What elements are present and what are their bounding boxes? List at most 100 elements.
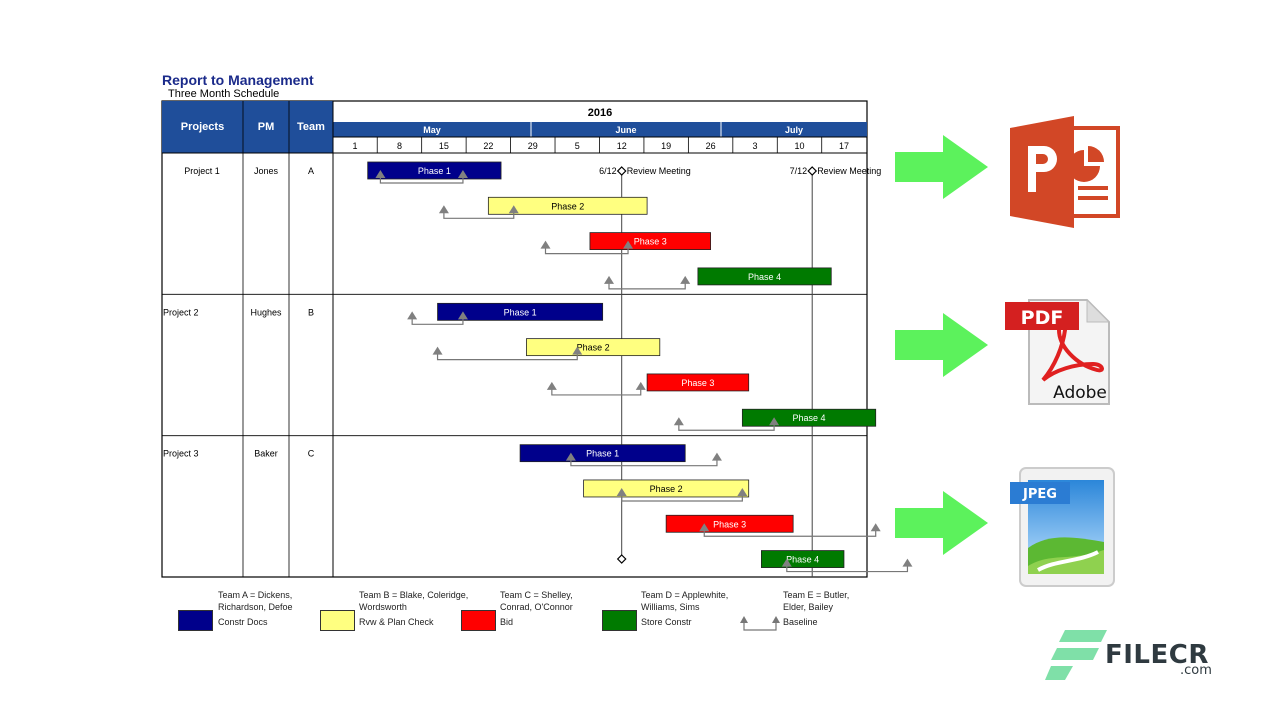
baseline-bracket [436, 351, 578, 361]
milestone-text-label: Review Meeting [817, 166, 881, 176]
legend-swatch-review [320, 610, 355, 631]
week-tick-label: 5 [575, 141, 580, 151]
baseline-end-marker [457, 170, 468, 178]
baseline-start-marker [407, 311, 418, 320]
milestone-diamond-end [616, 554, 627, 564]
baseline-bracket [621, 492, 743, 502]
week-tick-label: 12 [617, 141, 627, 151]
baseline-bracket [443, 210, 515, 219]
pdf-label: PDF [1021, 307, 1064, 329]
header-block [162, 101, 333, 153]
baseline-bracket [379, 175, 464, 184]
filecr-suffix: .com [1180, 663, 1212, 678]
baseline-start-marker [781, 558, 792, 567]
powerpoint-icon[interactable] [1010, 116, 1122, 228]
task-bar [583, 479, 750, 498]
task-bar-label: Phase 3 [681, 378, 714, 388]
legend-team-c: Team C = Shelley, Conrad, O'Connor [500, 590, 573, 612]
baseline-end-marker [635, 381, 646, 390]
month-label-may: May [423, 125, 441, 135]
baseline-end-marker [870, 523, 881, 532]
legend-label-review: Rvw & Plan Check [359, 617, 434, 627]
baseline-start-marker [565, 452, 576, 461]
task-bar-label: Phase 2 [577, 343, 610, 353]
week-tick-label: 26 [706, 141, 716, 151]
task-bar [761, 550, 845, 568]
baseline-bracket [786, 563, 909, 573]
task-bar [437, 302, 604, 321]
task-bar-label: Phase 3 [713, 519, 746, 529]
header-team: Team [297, 121, 325, 133]
month-band [333, 122, 867, 137]
task-bar [646, 373, 750, 392]
legend-team-e: Team E = Butler, Elder, Bailey [783, 590, 850, 612]
legend-baseline-icon [740, 616, 780, 631]
week-tick-label: 3 [753, 141, 758, 151]
row-team-code: C [308, 449, 315, 459]
month-label-june: June [615, 125, 636, 135]
week-tick-label: 15 [439, 141, 449, 151]
task-bar [697, 267, 832, 286]
milestone-date-label: 7/12 [790, 166, 808, 176]
task-bar [519, 444, 686, 463]
baseline-start-marker [673, 417, 684, 426]
baseline-start-marker [432, 346, 443, 355]
legend-label-baseline: Baseline [783, 617, 818, 627]
task-bar [367, 161, 502, 180]
baseline-end-marker [623, 240, 634, 249]
row-team-code: A [308, 166, 314, 176]
task-bar [665, 514, 794, 533]
header-pm: PM [258, 121, 275, 133]
pdf-icon[interactable]: PDF Adobe [1005, 296, 1115, 408]
baseline-bracket [411, 316, 464, 325]
filecr-brand: FILECR [1105, 640, 1209, 670]
baseline-end-marker [737, 487, 748, 496]
filecr-watermark: FILECR .com [1045, 628, 1235, 684]
baseline-start-marker [616, 487, 627, 496]
task-bar-label: Phase 4 [748, 272, 781, 282]
jpeg-icon[interactable]: JPEG [1008, 466, 1118, 590]
baseline-start-marker [375, 170, 386, 178]
legend-team-d: Team D = Applewhite, Williams, Sims [641, 590, 729, 612]
milestone-date-label: 6/12 [599, 166, 617, 176]
task-bar-label: Phase 1 [586, 449, 619, 459]
month-label-july: July [785, 125, 803, 135]
row-project-name: Project 3 [163, 449, 199, 459]
year-label: 2016 [588, 107, 612, 119]
baseline-bracket [608, 280, 686, 290]
report-subtitle: Three Month Schedule [168, 88, 280, 100]
legend-label-store: Store Constr [641, 617, 692, 627]
row-project-name: Project 2 [163, 307, 199, 317]
legend-team-b: Team B = Blake, Coleridge, Wordsworth [359, 590, 469, 612]
legend-label-constr: Constr Docs [218, 617, 268, 627]
task-bar-label: Phase 1 [504, 307, 537, 317]
week-tick-label: 10 [794, 141, 804, 151]
baseline-end-marker [508, 205, 519, 214]
task-bar-label: Phase 3 [634, 237, 667, 247]
header-projects: Projects [181, 121, 224, 133]
gantt-frame [161, 100, 868, 578]
task-bar [487, 196, 648, 215]
report-title: Report to Management [162, 72, 314, 88]
baseline-end-marker [457, 311, 468, 320]
task-bar [526, 338, 661, 357]
row-pm-name: Jones [254, 166, 279, 176]
baseline-end-marker [711, 452, 722, 461]
baseline-bracket [544, 245, 629, 255]
baseline-start-marker [540, 240, 551, 249]
adobe-label: Adobe [1053, 383, 1107, 403]
row-pm-name: Baker [254, 449, 278, 459]
legend-team-a: Team A = Dickens, Richardson, Defoe [218, 590, 293, 612]
week-tick-label: 19 [661, 141, 671, 151]
task-bar-label: Phase 1 [418, 166, 451, 176]
week-tick-label: 22 [483, 141, 493, 151]
baseline-end-marker [572, 346, 583, 355]
arrow-right-icon [895, 135, 988, 199]
baseline-start-marker [699, 523, 710, 532]
baseline-bracket [703, 528, 877, 537]
milestone-text-label: Review Meeting [627, 166, 691, 176]
week-tick-label: 29 [528, 141, 538, 151]
baseline-start-marker [604, 275, 614, 284]
milestone-diamond [807, 166, 818, 176]
